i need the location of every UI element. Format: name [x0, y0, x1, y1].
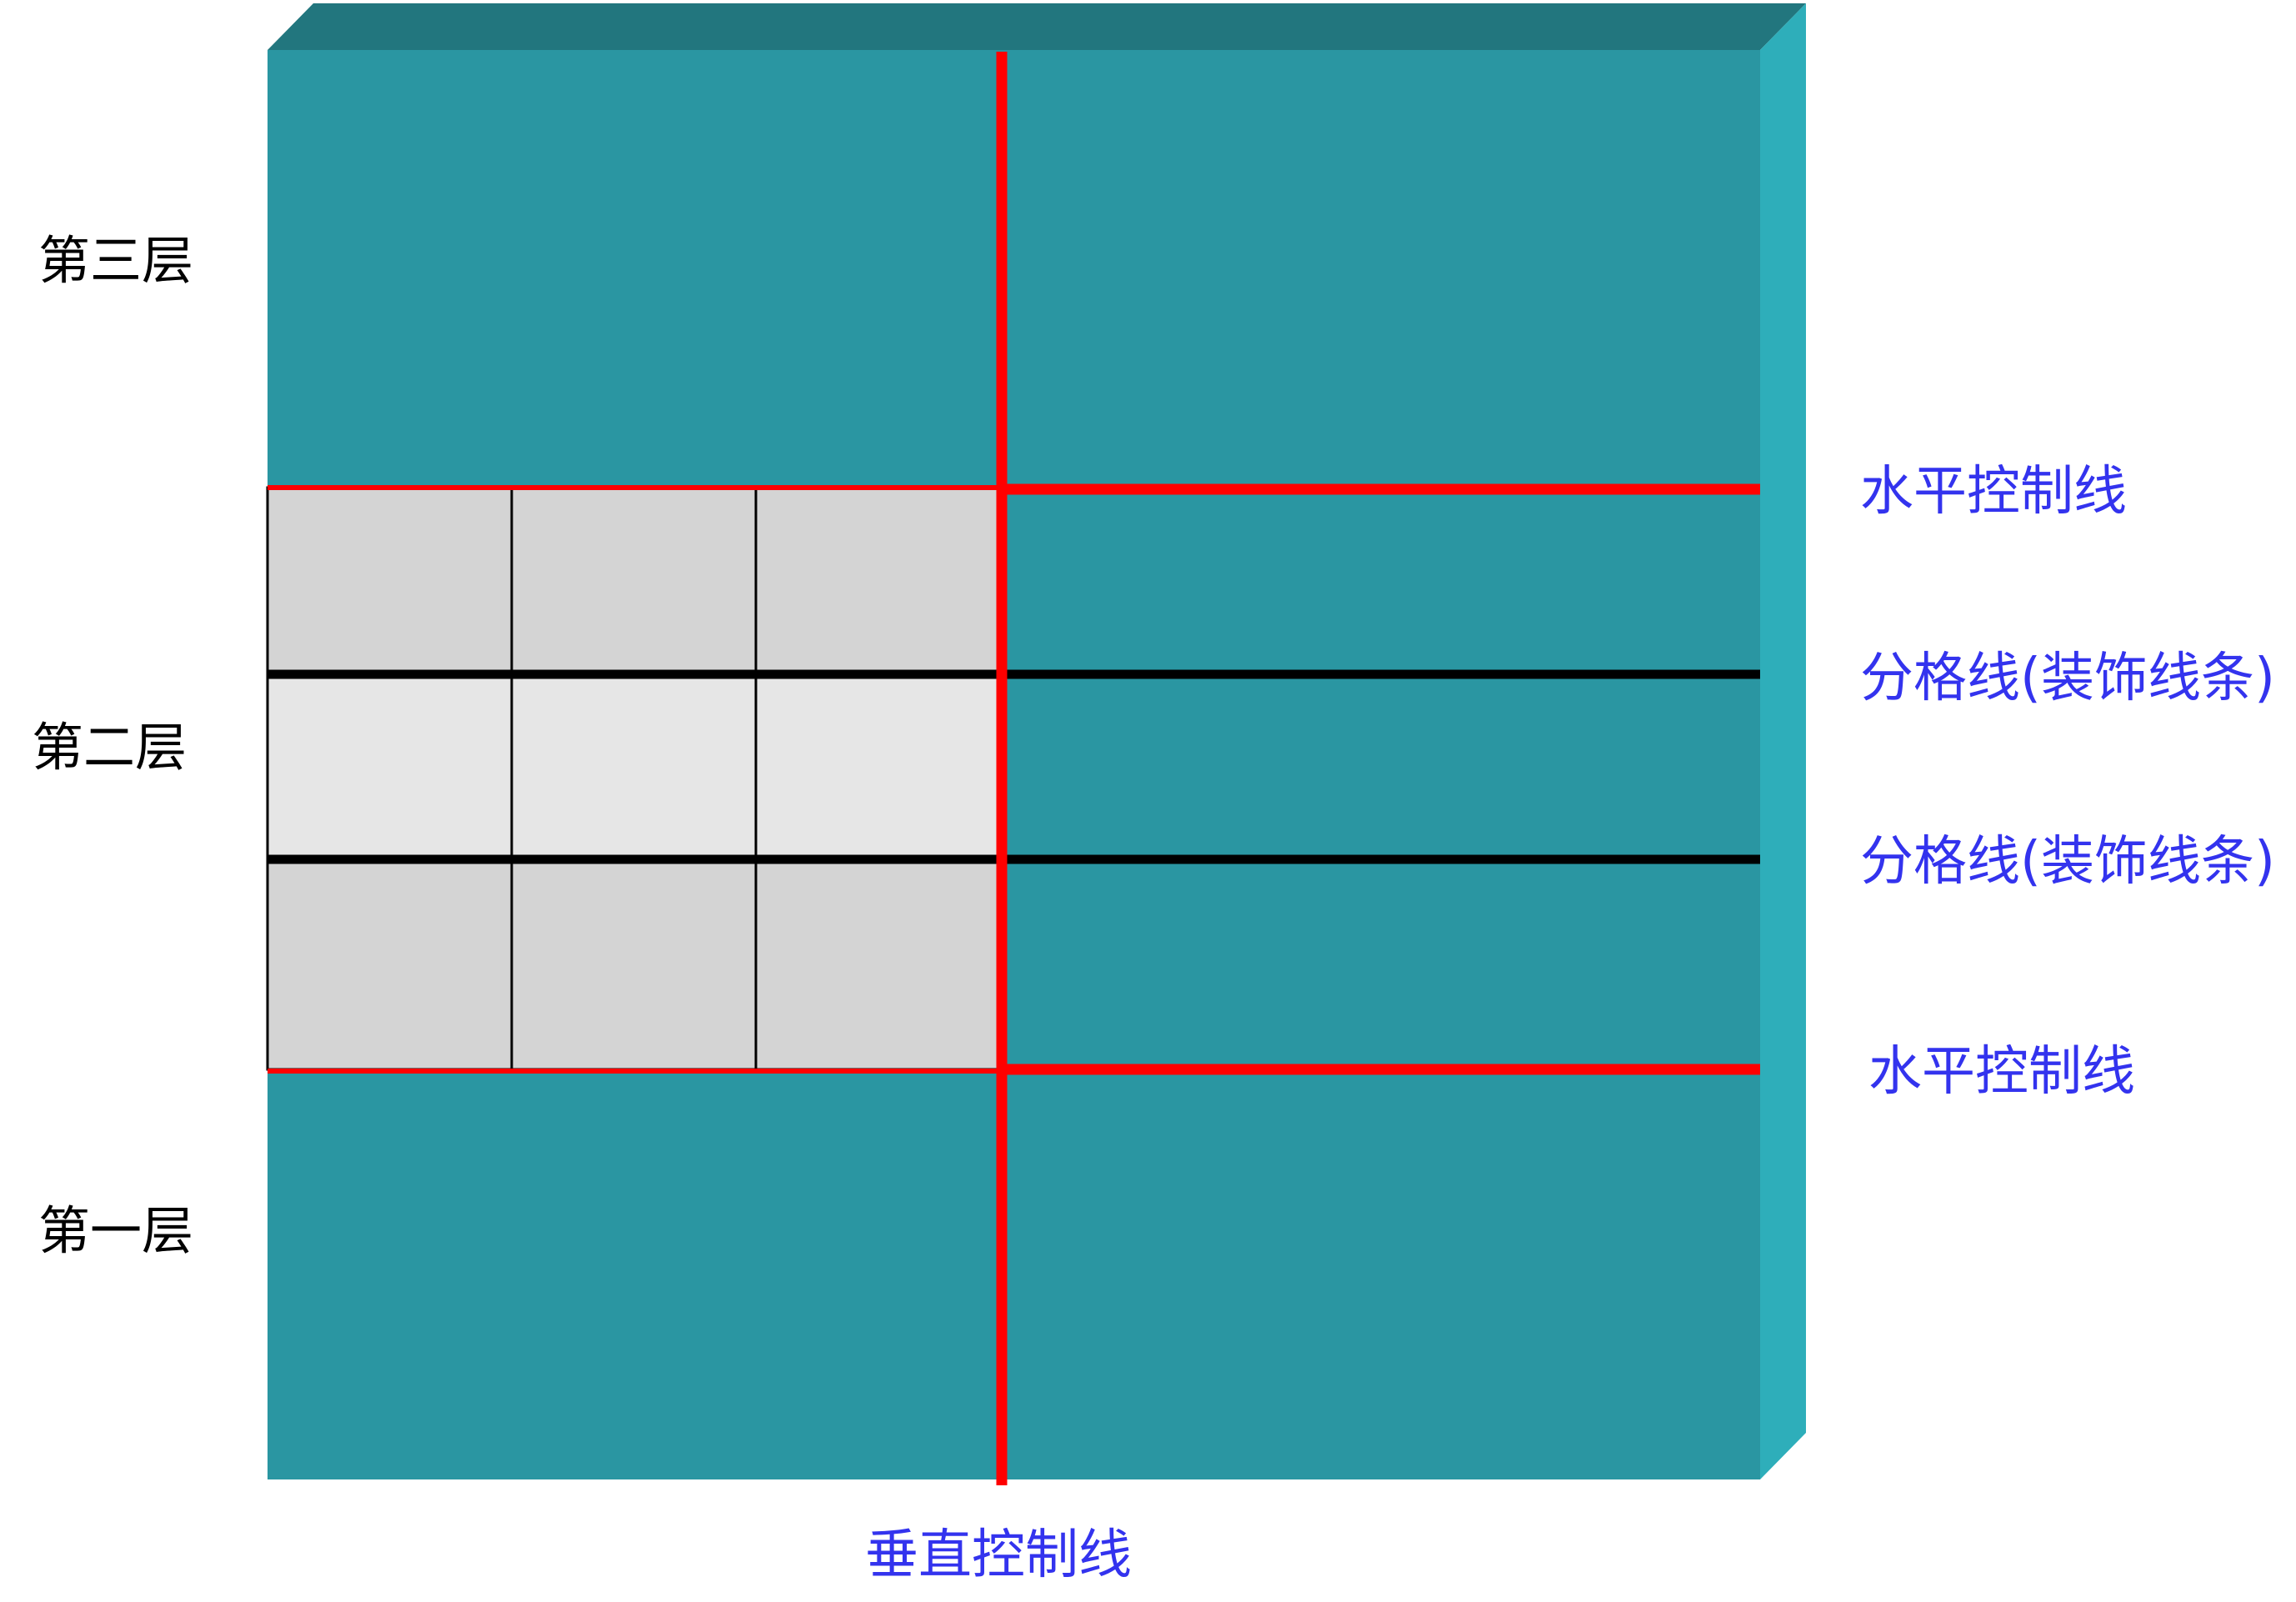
tile: [510, 858, 758, 1071]
wall-top-face: [268, 3, 1806, 50]
floor-1-label: 第一层: [38, 1200, 194, 1261]
horizontal-control-line-bottom-label: 水平控制线: [1868, 1041, 2135, 1103]
tile: [266, 858, 513, 1071]
floor-2-label: 第二层: [32, 717, 188, 778]
tile: [754, 486, 1002, 676]
wall-side-face: [1760, 3, 1806, 1479]
floor-3-label: 第三层: [38, 230, 194, 291]
divider-line-1-label: 分格线(装饰线条): [1860, 648, 2275, 709]
tile: [266, 673, 513, 861]
tile: [754, 673, 1002, 861]
horizontal-control-line-top-label: 水平控制线: [1860, 461, 2127, 523]
tile: [754, 858, 1002, 1071]
tile-grid: [266, 486, 1002, 1071]
tile: [266, 486, 513, 676]
tile: [510, 673, 758, 861]
vertical-control-line-label: 垂直控制线: [865, 1524, 1132, 1586]
divider-line-2-label: 分格线(装饰线条): [1860, 831, 2275, 893]
tile: [510, 486, 758, 676]
